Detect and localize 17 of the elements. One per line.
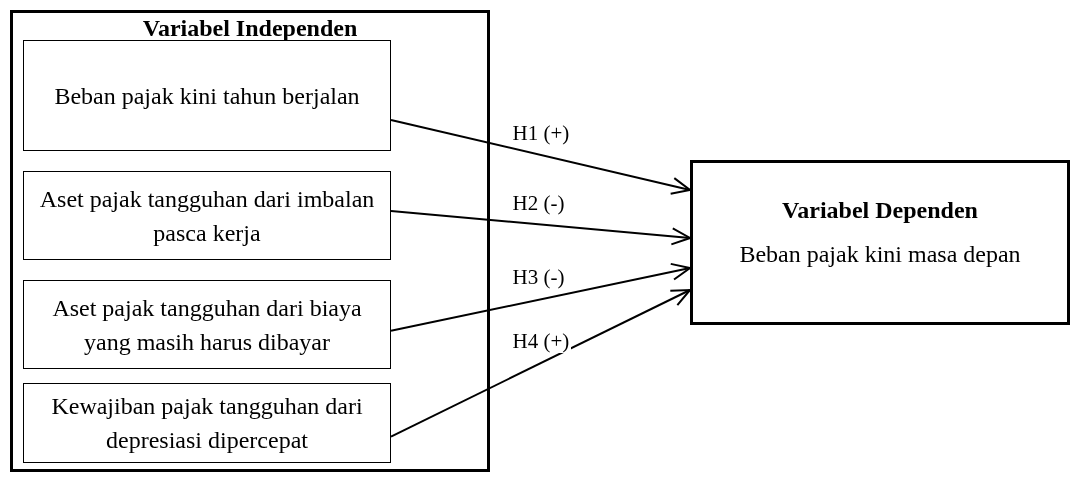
variable-text: Kewajiban pajak tangguhan dari depresiasi dipercepat (50, 392, 364, 455)
variable-box (23, 280, 391, 369)
arrow (390, 289, 691, 438)
variable-text: Beban pajak kini masa depan (738, 240, 1022, 269)
variable-box (23, 40, 391, 151)
heading: Variabel Dependen (781, 196, 979, 225)
arrow (390, 210, 691, 246)
variable-box (23, 383, 391, 463)
arrow (390, 262, 691, 332)
variable-text: Beban pajak kini tahun berjalan (53, 81, 361, 111)
dependent-variable-box (690, 160, 1070, 325)
variable-box (23, 171, 391, 260)
variable-text: Aset pajak tangguhan dari imbalan pasca kerja (38, 184, 376, 248)
group-box (10, 10, 490, 472)
variable-text: Aset pajak tangguhan dari biaya yang masih harus dibayar (51, 293, 363, 357)
arrow (390, 118, 691, 195)
heading: Variabel Independen (141, 14, 359, 43)
